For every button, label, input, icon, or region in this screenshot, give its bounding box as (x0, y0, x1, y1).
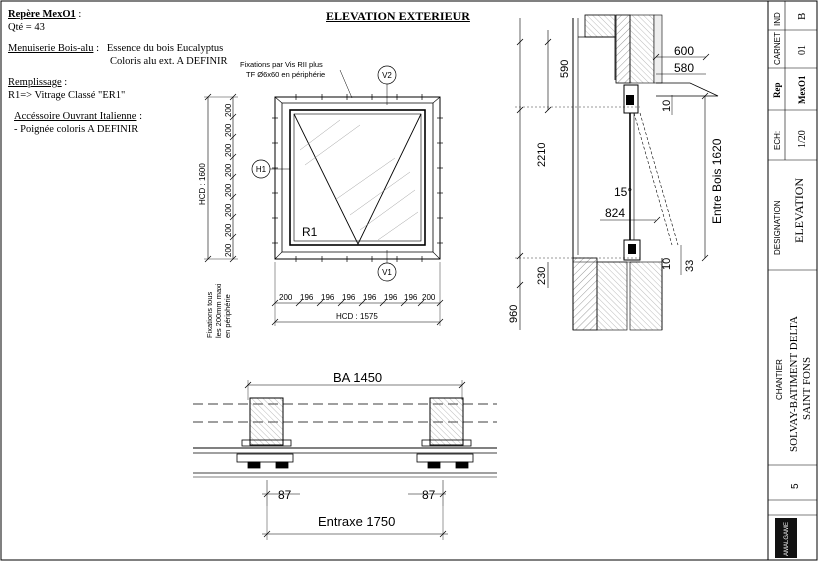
h-spacing-7: 196 (404, 293, 418, 302)
ech-value: 1/20 (797, 130, 808, 148)
chantier-line-2: SAINT FONS (801, 357, 813, 420)
plan-view: BA 1450 (193, 370, 497, 540)
sash (289, 109, 426, 246)
h-spacing-2: 196 (300, 293, 314, 302)
dim-10-top: 10 (661, 100, 673, 112)
frame-outer (274, 96, 441, 260)
hcd-horizontal: HCD : 1575 (336, 312, 378, 321)
logo (775, 518, 797, 558)
dim-87-left: 87 (278, 488, 292, 502)
dim-87-right: 87 (422, 488, 436, 502)
repere-label: Repère MexO1 (8, 9, 76, 20)
ind-label: IND (773, 12, 782, 26)
menuiserie-line: Menuiserie Bois-alu : Essence du bois Eu… (8, 43, 224, 54)
page-number: 5 (790, 483, 801, 489)
entraxe-dim: Entraxe 1750 (318, 514, 395, 529)
page-title: ELEVATION EXTERIEUR (326, 9, 470, 23)
ba-dim: BA 1450 (333, 370, 382, 385)
v-spacing-7: 200 (224, 223, 233, 237)
dim-960: 960 (508, 305, 520, 323)
v-spacing-2: 200 (224, 123, 233, 137)
v2-label: V2 (382, 71, 392, 80)
dim-10-bottom: 10 (661, 258, 673, 270)
notes-block: Repère MexO1 : Qté = 43 Menuiserie Bois-… (8, 9, 228, 136)
v-spacing-6: 200 (224, 203, 233, 217)
h-spacing-5: 196 (363, 293, 377, 302)
rep-value: MexO1 (797, 75, 807, 104)
menuiserie-wood: Essence du bois Eucalyptus (106, 43, 224, 54)
chantier-label: CHANTIER (775, 359, 784, 400)
carnet-label: CARNET (773, 32, 782, 65)
v1-label: V1 (382, 268, 392, 277)
rep-label: Rep (772, 83, 782, 99)
logo-text: AMALGAME (784, 522, 790, 556)
v-spacing-3: 200 (224, 143, 233, 157)
ech-label: ECH: (773, 131, 782, 150)
accessoire-line: Accéssoire Ouvrant Italienne : (14, 111, 142, 122)
accessoire-label: Accéssoire Ouvrant Italienne (14, 111, 137, 122)
carnet-value: 01 (797, 45, 808, 55)
h-spacing-4: 196 (342, 293, 356, 302)
dim-2210: 2210 (536, 143, 548, 167)
elevation-view: R1 Fixations par Vis RII plus TF Ø6x60 e… (198, 60, 444, 338)
dim-33: 33 (684, 260, 696, 272)
fixation-side-1: Fixations tous (205, 291, 214, 338)
fixation-note-1: Fixations par Vis RII plus (240, 60, 323, 69)
v-spacing-8: 200 (224, 243, 233, 257)
hcd-vertical: HCD : 1600 (198, 163, 207, 205)
entre-bois: Entre Bois 1620 (710, 138, 724, 224)
dim-600: 600 (674, 44, 694, 58)
section-view: 590 2210 230 960 (508, 14, 724, 331)
remplissage-label: Remplissage (8, 77, 62, 88)
menuiserie-label: Menuiserie Bois-alu (8, 43, 94, 54)
designation-label: DESIGNATION (773, 200, 782, 255)
remplissage-line: Remplissage : (8, 77, 68, 88)
chantier-line-1: SOLVAY-BATIMENT DELTA (788, 316, 800, 452)
fixation-note-2: TF Ø6x60 en périphérie (246, 70, 325, 79)
r1-label: R1 (302, 225, 318, 239)
dim-824: 824 (605, 206, 625, 220)
dim-590: 590 (559, 60, 571, 78)
remplissage-value: R1=> Vitrage Classé "ER1" (8, 89, 126, 101)
accessoire-value: - Poignée coloris A DEFINIR (14, 123, 139, 135)
glazing (293, 113, 422, 242)
h-spacing-8: 200 (422, 293, 436, 302)
quantity: Qté = 43 (8, 21, 45, 33)
ind-value: B (796, 13, 808, 20)
dim-580: 580 (674, 61, 694, 75)
menuiserie-color: Coloris alu ext. A DEFINIR (110, 55, 228, 67)
v-spacing-1: 200 (224, 103, 233, 117)
h-spacing-6: 196 (384, 293, 398, 302)
title-block: IND B CARNET 01 Rep MexO1 ECH: 1/20 DESI… (767, 0, 818, 561)
v-spacing-5: 200 (224, 183, 233, 197)
designation-value: ELEVATION (792, 178, 806, 243)
dim-15deg: 15° (614, 185, 632, 199)
v-spacing-4: 200 (224, 163, 233, 177)
h1-label: H1 (256, 165, 267, 174)
fixation-side-2: les 200mm maxi (214, 283, 223, 338)
repere-line: Repère MexO1 : (8, 9, 82, 20)
h-spacing-3: 196 (321, 293, 335, 302)
dim-230: 230 (536, 267, 548, 285)
h-spacing-1: 200 (279, 293, 293, 302)
fixation-side-3: en périphérie (223, 294, 232, 338)
